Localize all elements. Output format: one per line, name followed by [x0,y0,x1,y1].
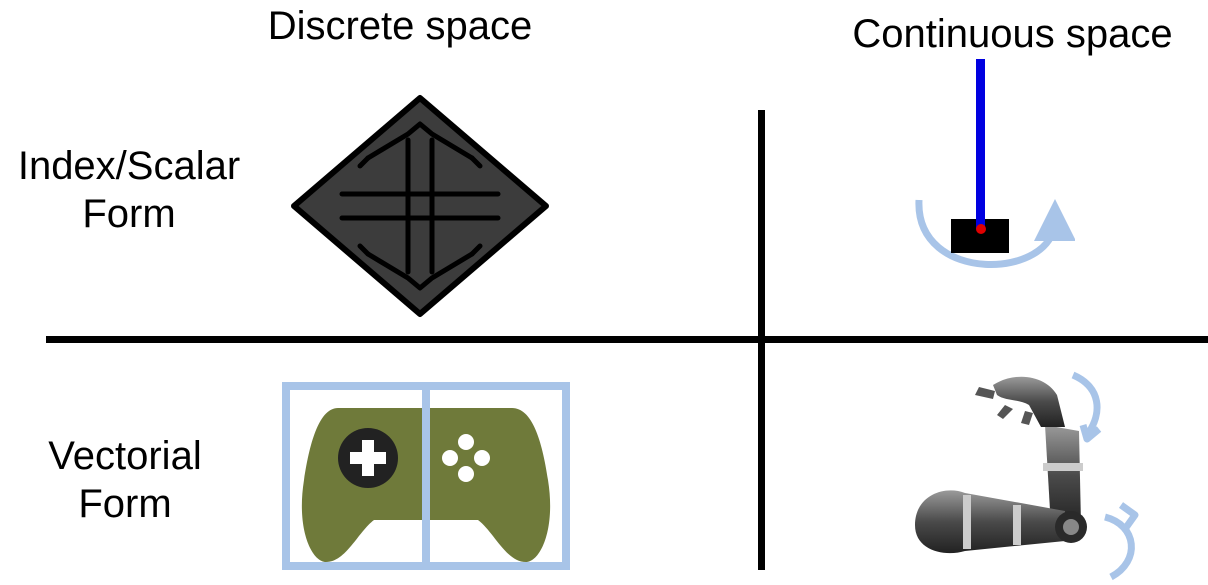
row-header-index-line2: Form [0,190,258,238]
cartpole-icon [905,55,1075,280]
horizontal-divider [46,336,1208,343]
four-way-arrows-icon [290,94,550,318]
row-header-index-scalar: Index/Scalar Form [0,142,258,238]
row-header-vectorial: Vectorial Form [0,432,250,528]
row-header-vector-line1: Vectorial [0,432,250,480]
row-header-vector-line2: Form [0,480,250,528]
vertical-divider [758,110,765,570]
robotic-arm-icon [905,365,1155,583]
row-header-index-line1: Index/Scalar [0,142,258,190]
gamepad-icon [280,380,572,572]
column-header-continuous: Continuous space [830,10,1195,58]
column-header-discrete: Discrete space [250,2,550,50]
